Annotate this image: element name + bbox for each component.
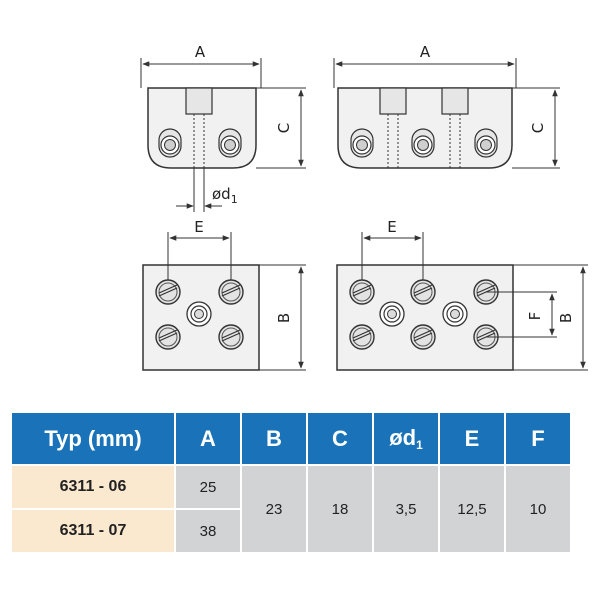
dim-label-b: B	[557, 313, 575, 323]
header-c: C	[308, 413, 372, 464]
dim-label-b: B	[275, 313, 293, 323]
table-row: 6311 - 07 38	[12, 510, 570, 552]
dim-label-a: A	[420, 43, 431, 61]
header-typ: Typ (mm)	[12, 413, 174, 464]
header-a: A	[176, 413, 240, 464]
value-a: 38	[176, 510, 240, 552]
header-d1: ød1	[374, 413, 438, 464]
top-view-06: E B	[142, 218, 306, 371]
table-header-row: Typ (mm) A B C ød1 E F	[12, 413, 570, 464]
value-e: 12,5	[440, 466, 504, 552]
value-f: 10	[506, 466, 570, 552]
top-view-07: E F B	[336, 218, 588, 371]
table-row: 6311 - 06 25 23 18 3,5 12,5 10	[12, 466, 570, 552]
value-d1: 3,5	[374, 466, 438, 552]
dim-label-c: C	[529, 123, 547, 133]
side-view-06: A C ød1	[140, 43, 306, 212]
dim-label-e: E	[194, 218, 203, 236]
value-c: 18	[308, 466, 372, 552]
dim-label-a: A	[195, 43, 206, 61]
header-b: B	[242, 413, 306, 464]
dim-label-e: E	[387, 218, 396, 236]
type-cell: 6311 - 07	[12, 510, 174, 552]
dim-label-c: C	[275, 123, 293, 133]
value-b: 23	[242, 466, 306, 552]
dim-label-d1: ød1	[212, 185, 238, 206]
value-a: 25	[176, 466, 240, 508]
side-view-07: A C	[333, 43, 560, 169]
dimension-table: Typ (mm) A B C ød1 E F 6311 - 06 25 23 1…	[10, 411, 572, 554]
dim-label-f: F	[526, 312, 544, 321]
technical-drawing: A C ød1 A C	[140, 43, 588, 371]
type-cell: 6311 - 06	[12, 466, 174, 508]
header-f: F	[506, 413, 570, 464]
header-e: E	[440, 413, 504, 464]
